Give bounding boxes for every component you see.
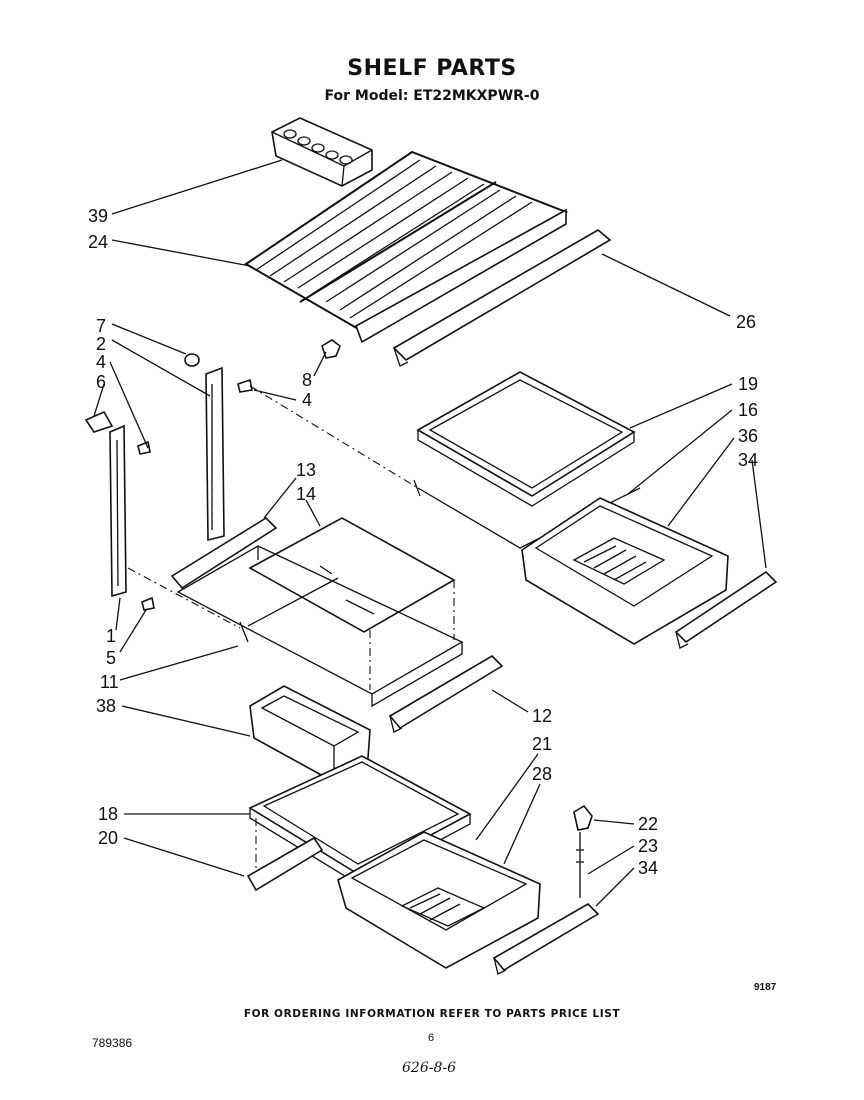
leader-lines	[93, 159, 767, 907]
shelf-trim-part	[388, 654, 504, 733]
ladder-cap-part	[184, 353, 200, 367]
right-ladder-part	[205, 366, 225, 542]
lower-crisper-part	[337, 831, 541, 969]
shelf-clip-part	[321, 339, 341, 359]
crisper-bracket-part	[573, 804, 593, 898]
callout-7: 7	[96, 316, 106, 336]
left-ladder-part	[109, 424, 127, 598]
callout-4-left: 4	[96, 352, 106, 372]
callout-36: 36	[738, 426, 758, 446]
drawing-code: 9187	[754, 982, 777, 993]
callout-5: 5	[106, 648, 116, 668]
guide-lines	[127, 385, 419, 629]
callout-34-upper: 34	[738, 450, 758, 470]
left-cap-part	[84, 410, 114, 433]
model-line: For Model: ET22MKXPWR-0	[324, 88, 540, 104]
egg-tray-part	[271, 117, 373, 187]
dairy-bin-part	[249, 685, 371, 783]
callout-11: 11	[100, 672, 119, 692]
callout-2: 2	[96, 334, 106, 354]
handwritten-note: 626-8-6	[402, 1060, 456, 1076]
callout-26: 26	[736, 312, 756, 332]
glass-shelf-part	[248, 517, 456, 633]
callout-21: 21	[532, 734, 552, 754]
callout-24: 24	[88, 232, 108, 252]
document-number: 789386	[92, 1036, 133, 1050]
ordering-note: FOR ORDERING INFORMATION REFER TO PARTS …	[243, 1008, 621, 1020]
lower-rail-part	[246, 818, 324, 892]
diagram-title: SHELF PARTS	[347, 56, 517, 81]
callout-6: 6	[96, 372, 106, 392]
callout-28: 28	[532, 764, 552, 784]
callout-13: 13	[296, 460, 316, 480]
callout-38: 38	[96, 696, 116, 716]
shelf-frame-part	[176, 545, 464, 708]
shelf-rail-part	[170, 516, 278, 590]
wire-shelf-trim-part	[392, 229, 612, 367]
callout-labels: 39 24 26 7 2 4 6 8 4 19 16 36 34 13 14 1…	[88, 206, 758, 878]
page-number: 6	[428, 1032, 435, 1044]
callout-18: 18	[98, 804, 118, 824]
right-crisper-part	[521, 497, 729, 645]
callout-8: 8	[302, 370, 312, 390]
screw-parts	[137, 378, 253, 611]
callout-12: 12	[532, 706, 552, 726]
callout-23: 23	[638, 836, 658, 856]
right-crisper-trim-part	[674, 570, 778, 649]
callout-16: 16	[738, 400, 758, 420]
callout-1: 1	[106, 626, 116, 646]
callout-34-lower: 34	[638, 858, 658, 878]
callout-4-right: 4	[302, 390, 312, 410]
upper-right-shelf-part	[416, 371, 636, 507]
callout-20: 20	[98, 828, 118, 848]
callout-22: 22	[638, 814, 658, 834]
wire-shelf-part	[244, 150, 569, 344]
callout-39: 39	[88, 206, 108, 226]
lower-crisper-trim-part	[492, 903, 600, 975]
callout-19: 19	[738, 374, 758, 394]
callout-14: 14	[296, 484, 316, 504]
